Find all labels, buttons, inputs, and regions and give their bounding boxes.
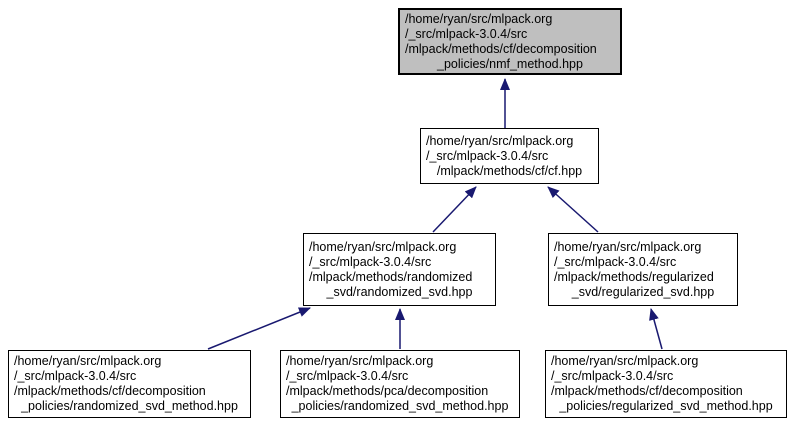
edge-cf-regularized-svd-method-to-regularized-svd	[649, 308, 663, 350]
edge-regularized-svd-to-cf	[547, 186, 599, 233]
node-path-line: /home/ryan/src/mlpack.org	[554, 239, 702, 254]
node-path-line: /mlpack/methods/cf/decomposition	[551, 384, 743, 398]
node-regularized-svd[interactable]: /home/ryan/src/mlpack.org /_src/mlpack-3…	[548, 233, 738, 306]
node-path-line: _svd/regularized_svd.hpp	[571, 284, 715, 299]
node-path-line: _policies/randomized_svd_method.hpp	[291, 399, 509, 413]
node-path-line: /home/ryan/src/mlpack.org	[309, 239, 457, 254]
node-path-line: /home/ryan/src/mlpack.org	[405, 11, 553, 26]
node-path-line: /mlpack/methods/cf/cf.hpp	[436, 163, 583, 178]
node-path-line: /_src/mlpack-3.0.4/src	[551, 369, 674, 383]
node-path-line: /_src/mlpack-3.0.4/src	[286, 369, 409, 383]
node-path-line: /_src/mlpack-3.0.4/src	[426, 148, 549, 163]
node-path-line: /_src/mlpack-3.0.4/src	[405, 26, 528, 41]
node-path-line: /_src/mlpack-3.0.4/src	[309, 254, 432, 269]
node-randomized-svd[interactable]: /home/ryan/src/mlpack.org /_src/mlpack-3…	[303, 233, 496, 306]
node-cf-regularized-svd-method[interactable]: /home/ryan/src/mlpack.org /_src/mlpack-3…	[545, 350, 787, 418]
node-nmf-method[interactable]: /home/ryan/src/mlpack.org /_src/mlpack-3…	[398, 8, 622, 75]
node-path-line: /mlpack/methods/cf/decomposition	[14, 384, 206, 398]
node-path-line: /mlpack/methods/cf/decomposition	[405, 41, 597, 56]
node-path-line: /mlpack/methods/pca/decomposition	[286, 384, 489, 398]
edge-randomized-svd-to-cf	[432, 186, 477, 233]
node-path-line: /home/ryan/src/mlpack.org	[426, 133, 574, 148]
node-cf[interactable]: /home/ryan/src/mlpack.org /_src/mlpack-3…	[420, 128, 599, 184]
node-path-line: /home/ryan/src/mlpack.org	[14, 354, 162, 368]
node-path-line: _policies/regularized_svd_method.hpp	[559, 399, 773, 413]
node-path-line: /mlpack/methods/randomized	[309, 269, 473, 284]
node-path-line: /mlpack/methods/regularized	[554, 269, 714, 284]
node-cf-randomized-svd-method[interactable]: /home/ryan/src/mlpack.org /_src/mlpack-3…	[8, 350, 251, 418]
node-pca-randomized-svd-method[interactable]: /home/ryan/src/mlpack.org /_src/mlpack-3…	[280, 350, 520, 418]
node-path-line: _policies/randomized_svd_method.hpp	[21, 399, 238, 413]
edge-cf-randomized-svd-method-to-randomized-svd	[207, 307, 311, 350]
node-path-line: _policies/nmf_method.hpp	[437, 56, 583, 71]
node-path-line: /home/ryan/src/mlpack.org	[286, 354, 434, 368]
node-path-line: /home/ryan/src/mlpack.org	[551, 354, 699, 368]
node-path-line: /_src/mlpack-3.0.4/src	[14, 369, 137, 383]
node-path-line: /_src/mlpack-3.0.4/src	[554, 254, 677, 269]
node-path-line: _svd/randomized_svd.hpp	[326, 284, 473, 299]
